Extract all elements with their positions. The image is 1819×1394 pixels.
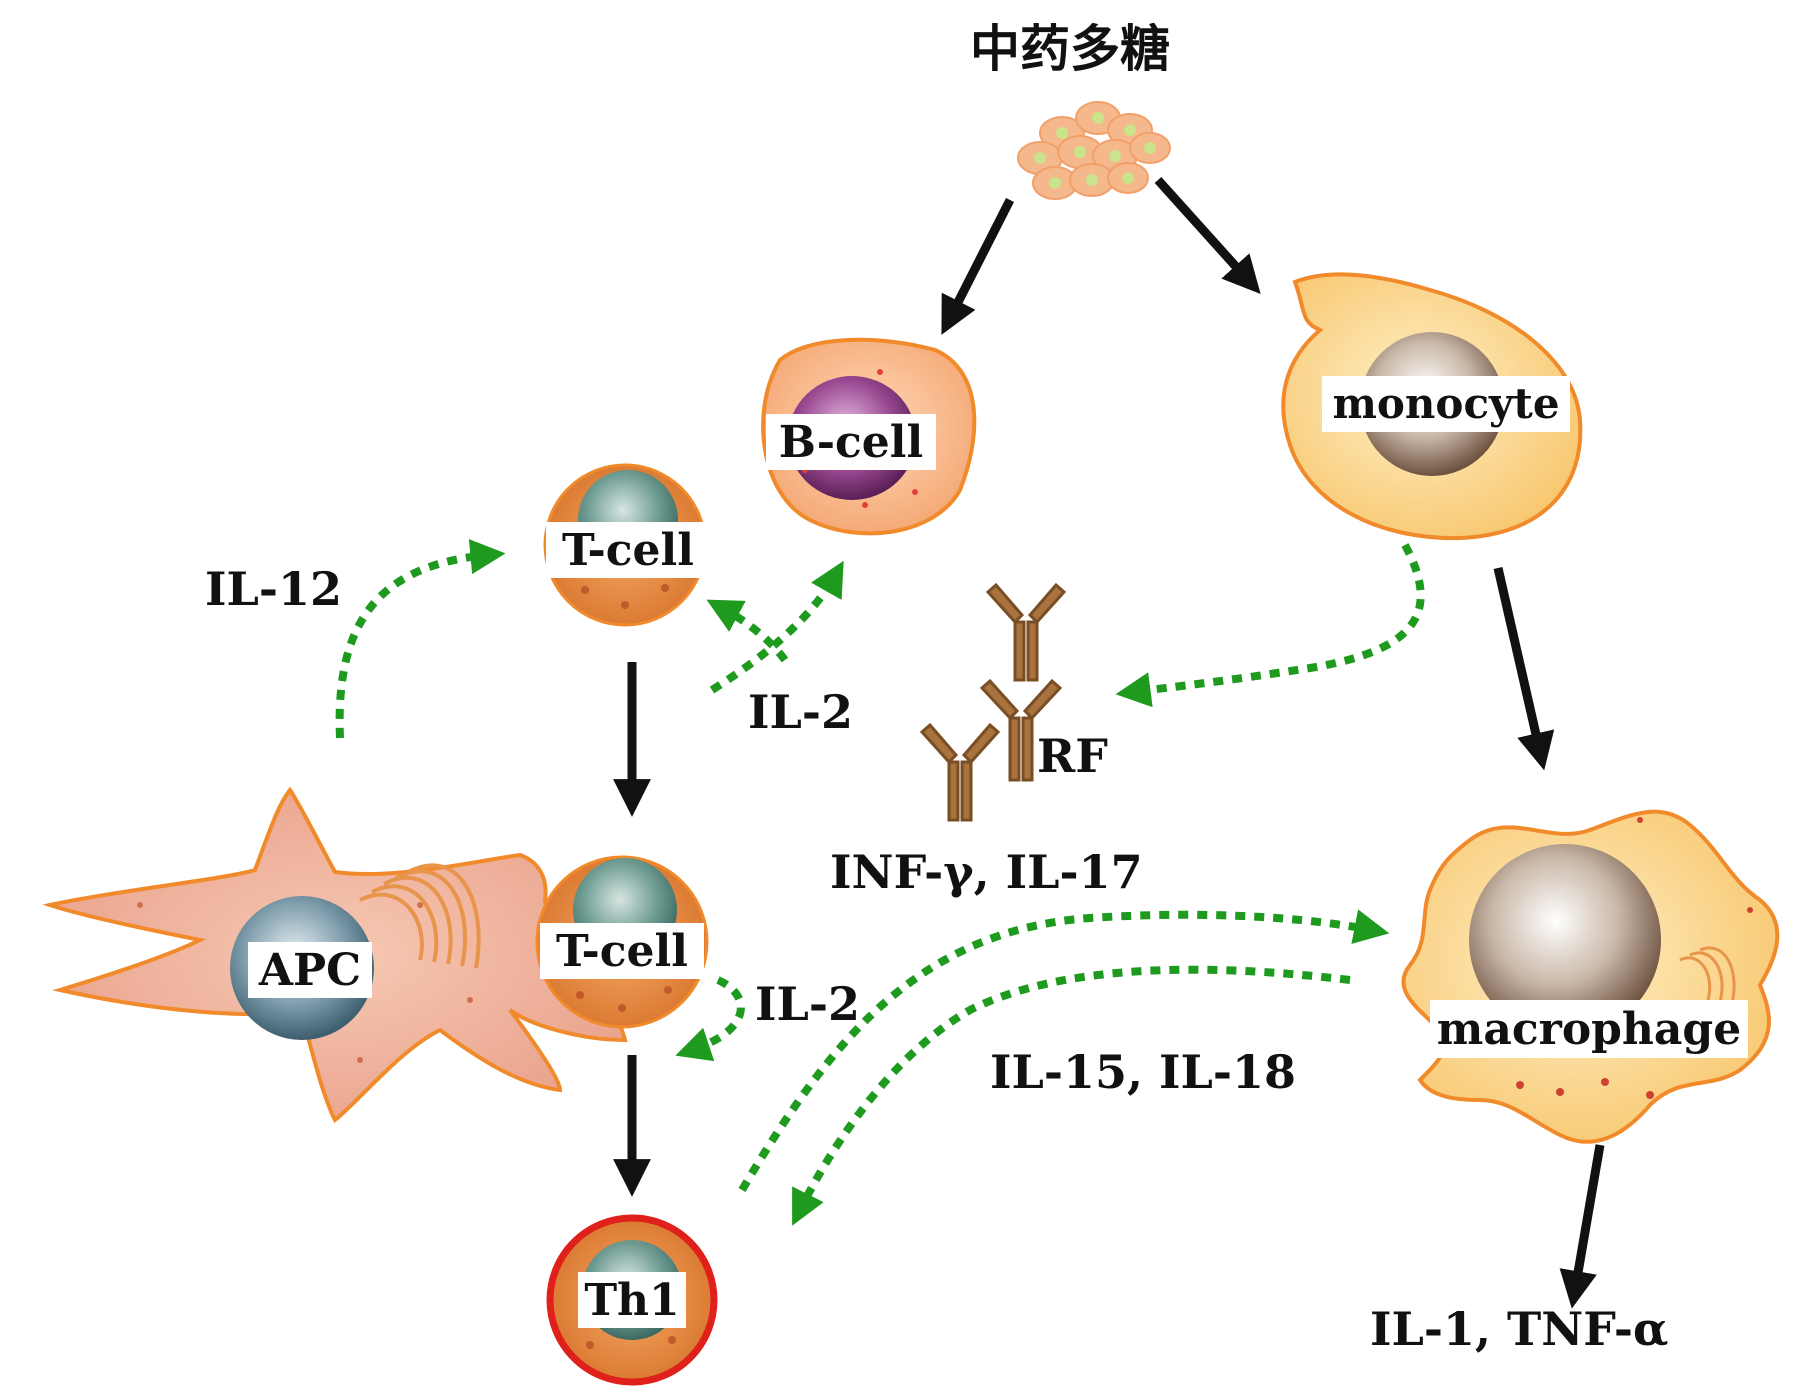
- label-il2-top: IL-2: [748, 685, 853, 739]
- dotted-arrow-il2-to-tcell: [706, 599, 789, 663]
- b-cell: B-cell: [761, 337, 977, 536]
- dotted-arrow-macrophage-to-th1: [792, 965, 1351, 1226]
- t-cell-top: T-cell: [543, 463, 710, 627]
- antibody-icon-middle: [979, 678, 1063, 782]
- arrow-monocyte-to-macrophage: [1493, 566, 1555, 771]
- dotted-arrow-th1-to-macrophage: [738, 909, 1390, 1193]
- title-polysaccharide: 中药多糖: [970, 19, 1170, 78]
- label-il12: IL-12: [205, 562, 342, 616]
- monocyte-label: monocyte: [1332, 379, 1559, 428]
- arrow-macrophage-to-cytokines: [1559, 1144, 1605, 1309]
- t-cell-bottom: T-cell: [535, 855, 709, 1029]
- th1-label: Th1: [584, 1275, 679, 1326]
- t-cell-bottom-label: T-cell: [556, 926, 688, 977]
- arrow-polysaccharide-to-monocyte: [1154, 176, 1261, 295]
- label-rf: RF: [1037, 729, 1108, 783]
- monocyte-cell: monocyte: [1281, 272, 1583, 541]
- label-il2-bottom: IL-2: [755, 977, 860, 1031]
- macrophage-golgi-icon: [1679, 946, 1736, 1005]
- arrow-polysaccharide-to-bcell: [941, 197, 1015, 335]
- antibody-icon-top: [985, 582, 1067, 682]
- macrophage-label: macrophage: [1437, 1004, 1741, 1055]
- dotted-arrow-apc-to-tcell-il12: [335, 539, 506, 739]
- macrophage-nucleus: [1469, 844, 1661, 1036]
- label-inf-il17: INF-γ, IL-17: [830, 845, 1143, 899]
- antibody-icon-bottom: [919, 722, 1001, 822]
- antibody-icons: [919, 582, 1067, 822]
- golgi-icon: [359, 863, 481, 969]
- th1-cell: Th1: [546, 1214, 718, 1386]
- dotted-arrow-monocyte-to-rf: [1115, 543, 1425, 708]
- polysaccharide-particles-icon: [1017, 101, 1171, 200]
- apc-cell: APC: [42, 786, 628, 1124]
- macrophage-cell: macrophage: [1401, 809, 1780, 1144]
- dotted-arrow-tcell-il2-loop: [675, 976, 745, 1062]
- t-cell-top-label: T-cell: [562, 525, 694, 576]
- dotted-arrow-il2-to-bcell: [709, 560, 844, 694]
- b-cell-label: B-cell: [779, 417, 923, 468]
- label-il1-tnf: IL-1, TNF-α: [1370, 1302, 1668, 1356]
- label-il15-il18: IL-15, IL-18: [990, 1045, 1296, 1099]
- apc-label: APC: [258, 945, 361, 996]
